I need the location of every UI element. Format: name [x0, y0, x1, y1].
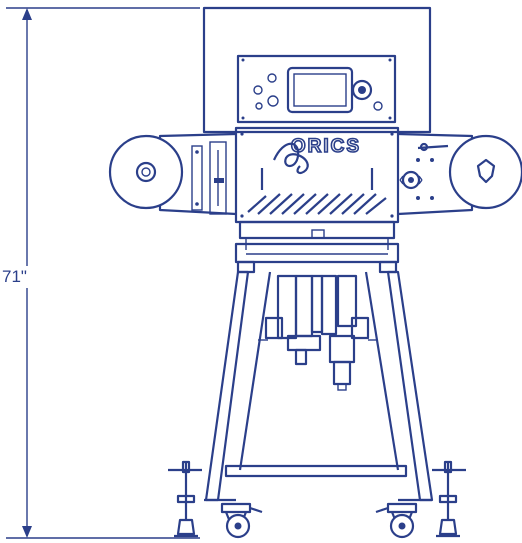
- top-cabinet: [202, 6, 432, 134]
- lift-mechanism: [258, 274, 378, 391]
- sealing-tray: [234, 220, 400, 274]
- left-caster-wheel: [220, 502, 263, 539]
- right-film-reel: [448, 134, 522, 210]
- brand-logo: ORICS: [291, 136, 361, 157]
- vent-slots: [247, 193, 387, 215]
- right-caster-wheel: [375, 502, 418, 539]
- left-arm-detail: [191, 141, 227, 215]
- height-dimension-label: 71": [2, 266, 46, 288]
- right-arm-detail: [399, 142, 449, 200]
- touch-screen: [286, 66, 354, 114]
- logo-swirl-icon: [272, 142, 309, 175]
- emergency-stop-button: [351, 79, 373, 101]
- left-film-reel: [108, 134, 184, 210]
- control-panel: [236, 54, 397, 124]
- left-leveling-foot: [168, 460, 202, 538]
- main-panel: ORICS: [234, 126, 400, 224]
- frame-legs: [204, 270, 434, 502]
- knob-icon: [399, 170, 423, 190]
- right-leveling-foot: [432, 460, 466, 538]
